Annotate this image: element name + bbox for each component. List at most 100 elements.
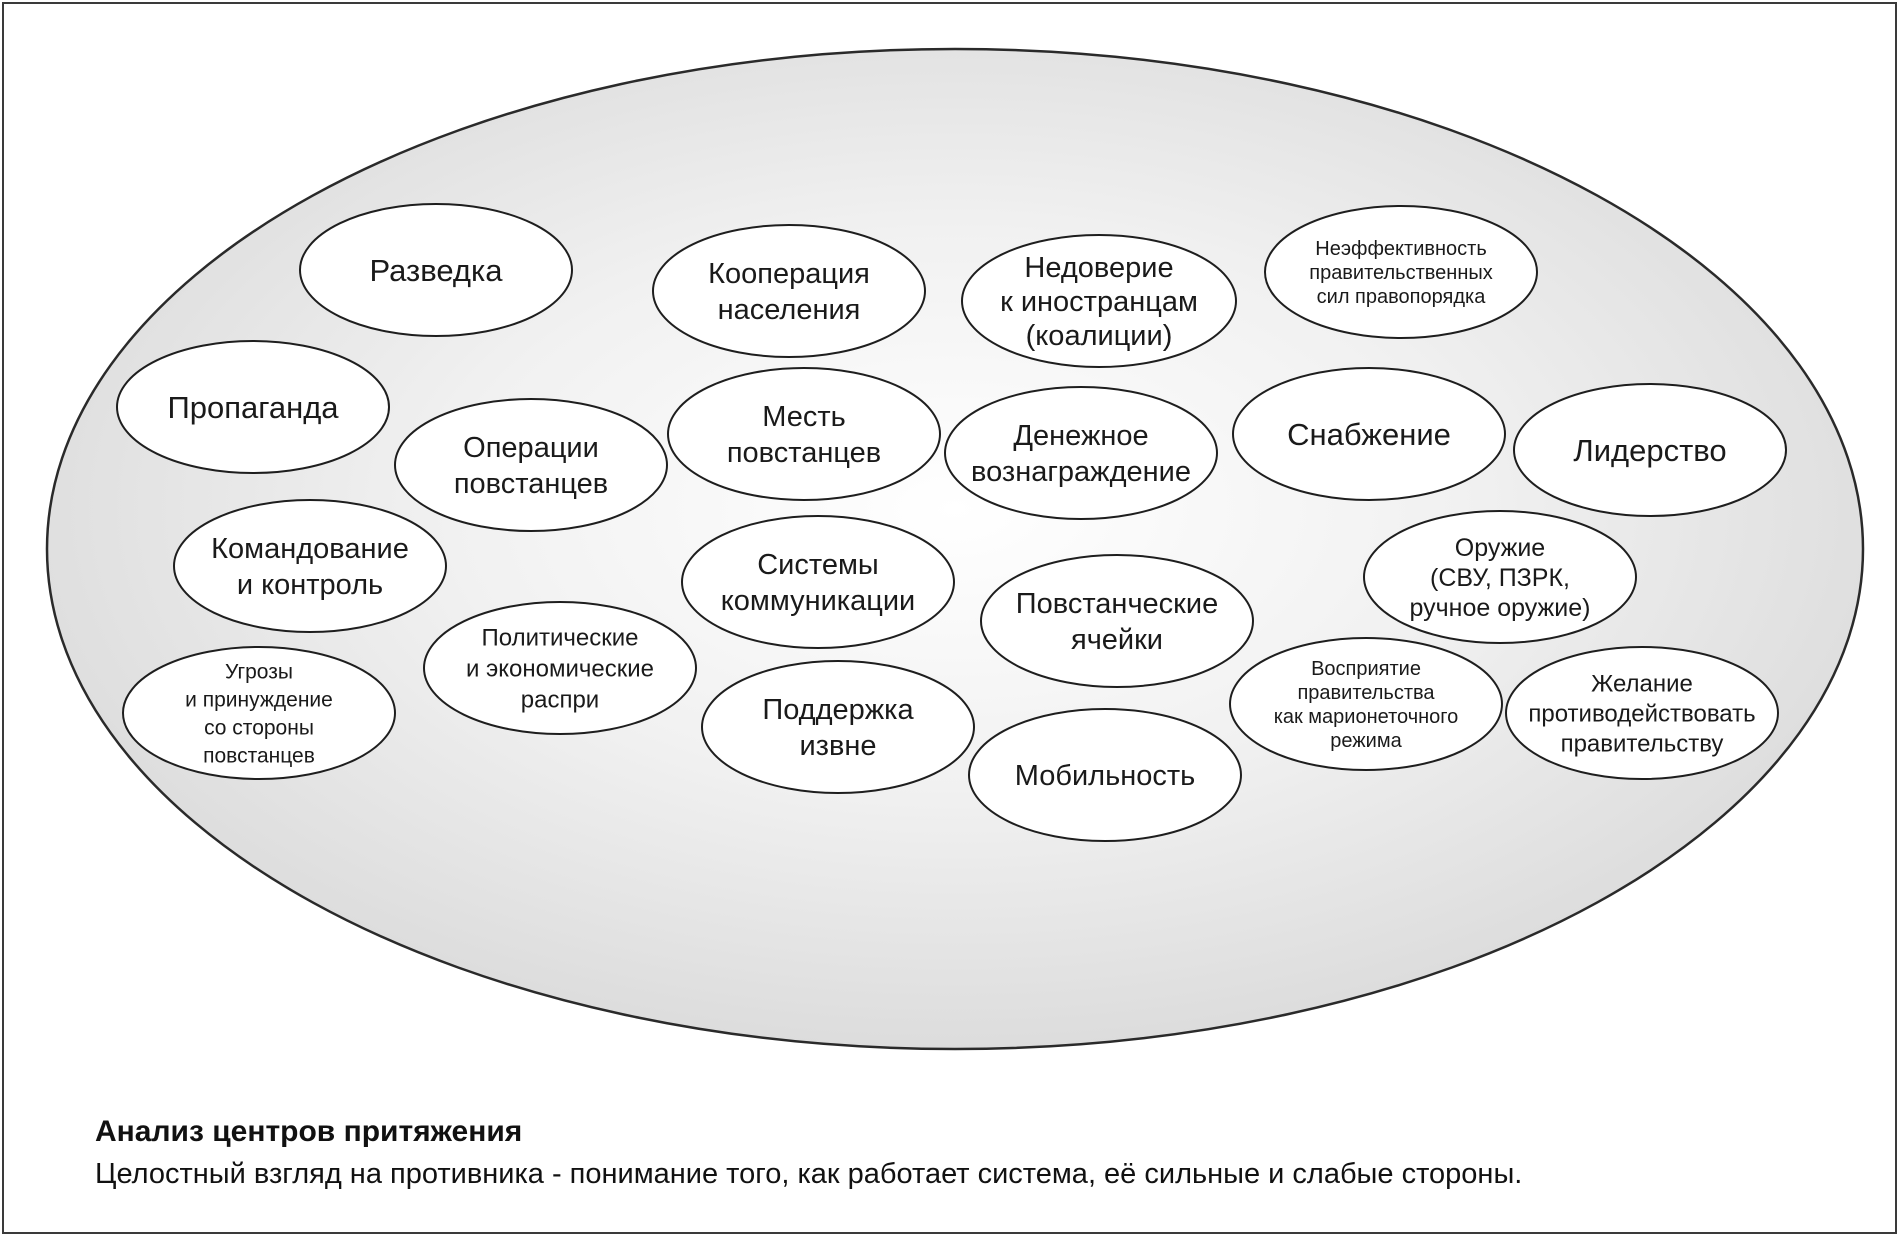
node-ellipse — [116, 340, 390, 474]
caption-subtitle: Целостный взгляд на противника - пониман… — [95, 1158, 1523, 1190]
node-label-line: повстанцев — [454, 468, 608, 500]
node-label: Денежное вознаграждение — [971, 420, 1191, 488]
node-label: Политические и экономические распри — [466, 624, 654, 713]
node-ellipse — [1229, 637, 1503, 771]
node-komandovanie: Командование и контроль — [173, 499, 447, 633]
node-label-line: (СВУ, ПЗРК, — [1430, 564, 1570, 592]
node-label-line: Командование — [211, 533, 409, 565]
node-ellipse — [701, 660, 975, 794]
node-label: Лидерство — [1573, 433, 1726, 468]
node-label-line: Лидерство — [1573, 433, 1726, 468]
node-ellipse — [122, 646, 396, 780]
node-label-line: Кооперация — [708, 258, 870, 290]
node-mobilnost: Мобильность — [968, 708, 1242, 842]
node-label-line: и контроль — [237, 569, 383, 601]
node-ellipse — [944, 386, 1218, 520]
node-label-line: со стороны — [204, 716, 314, 739]
node-zhelanie: Желание противодействовать правительству — [1505, 646, 1779, 780]
node-label-line: Мобильность — [1015, 760, 1196, 792]
node-label-line: Недоверие — [1024, 252, 1173, 284]
node-ellipse — [173, 499, 447, 633]
node-label-line: повстанцев — [727, 437, 881, 469]
node-label: Разведка — [369, 253, 503, 288]
node-ellipse — [1264, 205, 1538, 339]
node-label: Командование и контроль — [211, 533, 409, 601]
node-label-line: правительственных — [1309, 262, 1493, 284]
node-label-line: Поддержка — [762, 694, 914, 726]
node-snabzhenie: Снабжение — [1232, 367, 1506, 501]
node-ellipse — [1363, 510, 1637, 644]
node-liderstvo: Лидерство — [1513, 383, 1787, 517]
node-kooperaciya: Кооперация населения — [652, 224, 926, 358]
node-label-line: Разведка — [369, 253, 503, 288]
node-label-line: Угрозы — [225, 660, 293, 683]
node-ellipse — [980, 554, 1254, 688]
node-ellipse — [681, 515, 955, 649]
node-label-line: как марионеточного — [1274, 706, 1459, 728]
node-label-line: режима — [1330, 730, 1402, 752]
node-label: Системы коммуникации — [721, 549, 916, 617]
node-ellipse — [961, 234, 1237, 368]
node-operacii: Операции повстанцев — [394, 398, 668, 532]
node-label-line: правительства — [1297, 682, 1435, 704]
node-ellipse — [652, 224, 926, 358]
node-label-line: (коалиции) — [1026, 320, 1173, 352]
node-label-line: Системы — [757, 549, 879, 581]
node-politicheskie: Политические и экономические распри — [423, 601, 697, 735]
node-denezhnoe: Денежное вознаграждение — [944, 386, 1218, 520]
node-label-line: Снабжение — [1287, 417, 1451, 452]
node-label-line: населения — [718, 294, 861, 326]
node-label-line: Неэффективность — [1315, 238, 1486, 260]
node-label: Операции повстанцев — [454, 432, 608, 500]
node-label-line: Восприятие — [1311, 658, 1421, 680]
node-label: Пропаганда — [167, 390, 339, 425]
node-ellipse — [968, 708, 1242, 842]
node-ellipse — [423, 601, 697, 735]
node-label-line: вознаграждение — [971, 456, 1191, 488]
caption: Анализ центров притяжения Целостный взгл… — [95, 1112, 1855, 1196]
node-label-line: повстанцев — [203, 744, 315, 767]
node-label-line: Операции — [463, 432, 599, 464]
node-label-line: извне — [799, 730, 876, 762]
node-label-line: Желание — [1591, 670, 1693, 697]
node-label-line: коммуникации — [721, 585, 916, 617]
node-label: Поддержка извне — [762, 694, 914, 762]
node-ellipse — [1232, 367, 1506, 501]
node-label: Кооперация населения — [708, 258, 870, 326]
node-propaganda: Пропаганда — [116, 340, 390, 474]
node-ellipse — [1505, 646, 1779, 780]
node-ellipse — [1513, 383, 1787, 517]
node-label-line: и экономические — [466, 655, 654, 682]
node-label: Снабжение — [1287, 417, 1451, 452]
node-label-line: Денежное — [1013, 420, 1148, 452]
node-podderzhka: Поддержка извне — [701, 660, 975, 794]
node-label-line: к иностранцам — [1000, 286, 1198, 318]
node-label-line: ячейки — [1071, 624, 1163, 656]
node-label-line: Политические — [482, 624, 639, 651]
node-label: Желание противодействовать правительству — [1528, 670, 1755, 757]
node-sistemy: Системы коммуникации — [681, 515, 955, 649]
node-oruzhie: Оружие(СВУ, ПЗРК,ручное оружие) — [1363, 510, 1637, 644]
node-label-line: ручное оружие) — [1410, 594, 1591, 622]
node-label-line: Оружие — [1455, 534, 1545, 562]
node-label-line: Пропаганда — [167, 390, 339, 425]
node-label-line: и принуждение — [185, 688, 333, 711]
node-label-line: распри — [521, 686, 599, 713]
node-ellipse — [667, 367, 941, 501]
caption-title: Анализ центров притяжения — [95, 1115, 523, 1148]
node-label-line: противодействовать — [1528, 700, 1755, 727]
node-label: Мобильность — [1015, 760, 1196, 792]
node-label-line: правительству — [1561, 730, 1724, 757]
